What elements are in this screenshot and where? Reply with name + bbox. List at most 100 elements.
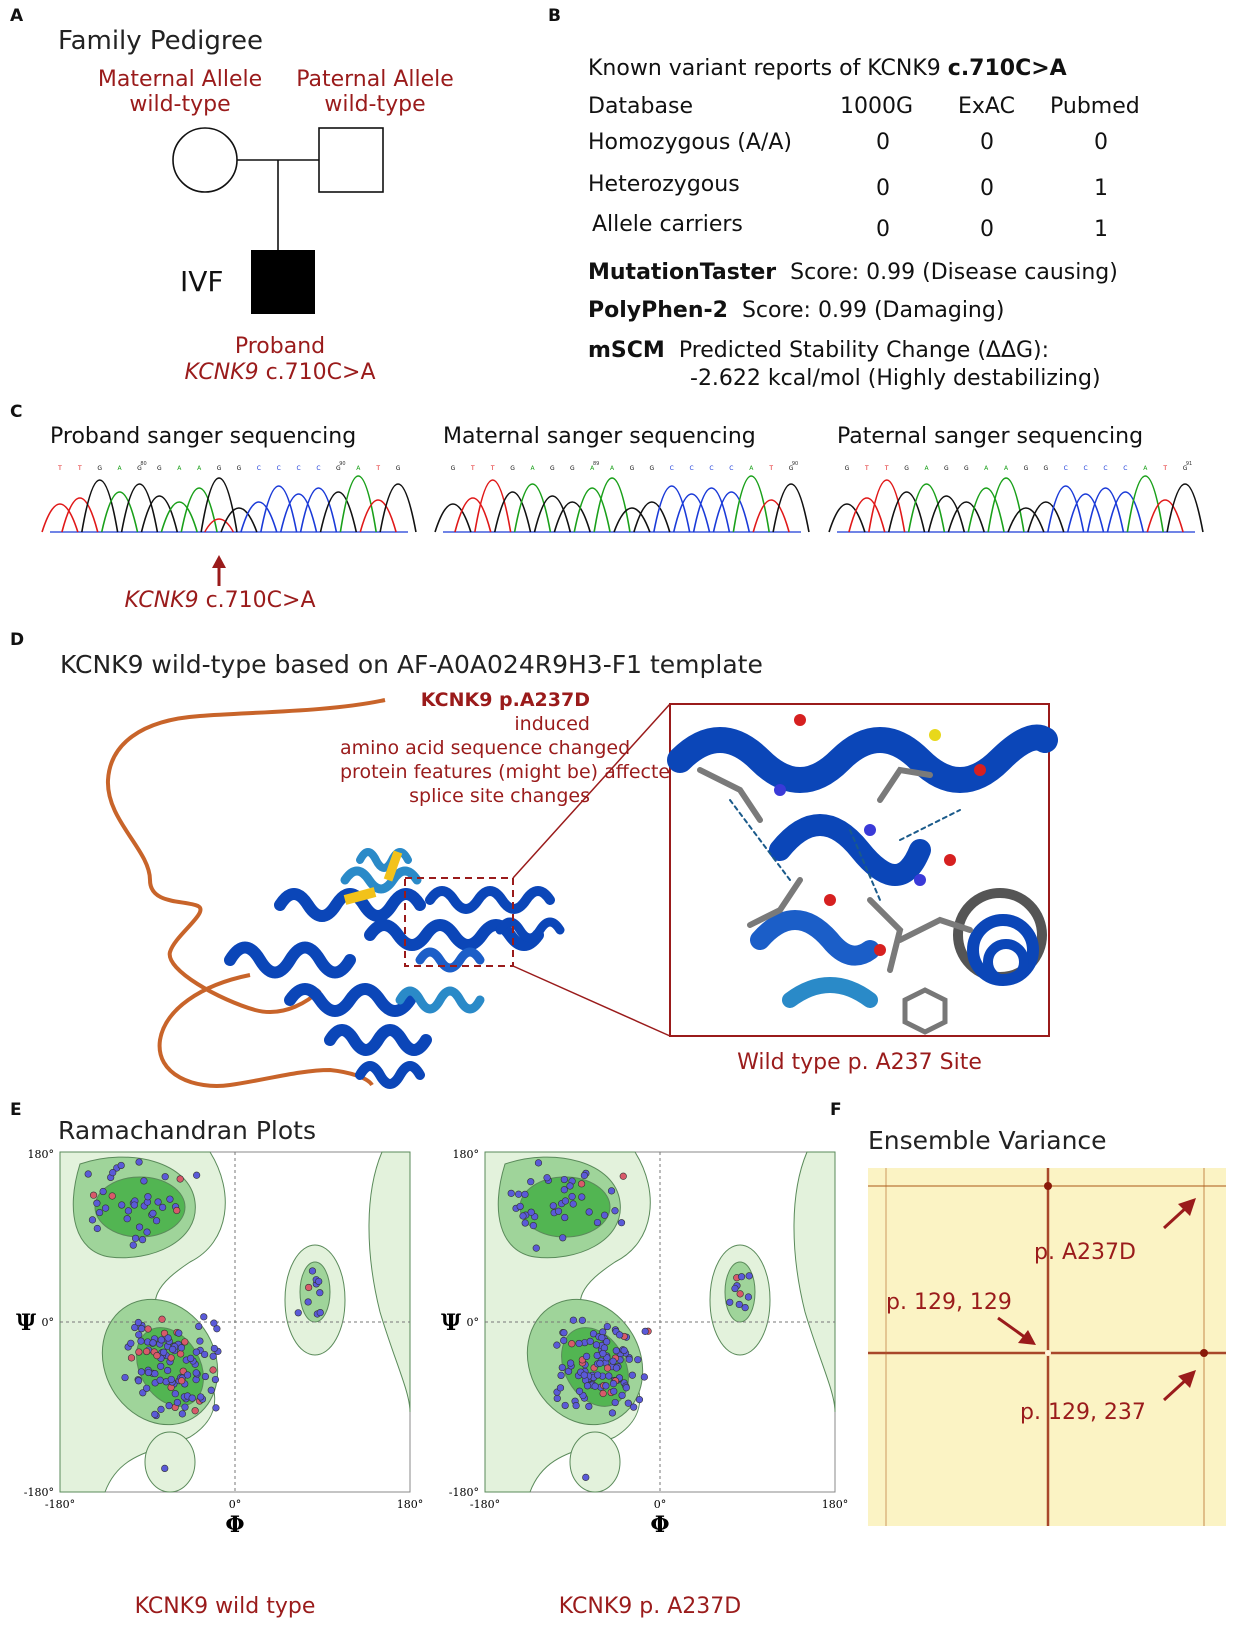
rama-wt-residue-point	[156, 1376, 164, 1384]
mutationtaster-line: MutationTaster Score: 0.99 (Disease caus…	[588, 260, 1118, 285]
rama-wt-residue-point	[294, 1309, 302, 1317]
rama-mut-residue-point	[560, 1336, 568, 1345]
maternal-allele-label: Maternal Allele wild-type	[95, 67, 265, 117]
rama-mut-residue-point	[731, 1284, 739, 1293]
mutationtaster-name: MutationTaster	[588, 260, 777, 285]
paternal-peak	[947, 501, 985, 533]
paternal-base-call: G	[1024, 465, 1029, 472]
rama-wt-residue-point	[181, 1403, 189, 1411]
proband-peak	[319, 491, 358, 533]
rama-mut-tick-label: 0°	[654, 1498, 667, 1511]
paternal-base-call: T	[864, 465, 869, 472]
rama-wt-residue-point	[164, 1366, 172, 1375]
rama-wt-residue-point	[149, 1339, 157, 1347]
cell-homo-1000g: 0	[876, 130, 890, 155]
caption-mutant: KCNK9 p. A237D	[558, 1594, 742, 1619]
maternal-base-call: A	[590, 465, 595, 472]
maternal-peak	[752, 499, 790, 533]
mutation-arrow-head	[212, 555, 226, 568]
rama-mut-residue-point	[603, 1364, 612, 1372]
selection-box	[404, 877, 514, 967]
rama-wt-residue-point	[129, 1241, 137, 1249]
proband-peak	[220, 507, 258, 533]
maternal-peak	[732, 475, 770, 533]
rama-mut-residue-point	[561, 1401, 569, 1410]
rama-mut-residue-point	[532, 1244, 540, 1252]
rama-wt-residue-point	[157, 1336, 165, 1344]
maternal-peak	[653, 485, 691, 533]
helix-bundle	[224, 848, 565, 1089]
rama-wt-residue-point	[210, 1319, 218, 1327]
rama-wt-residue-point	[173, 1398, 181, 1407]
paternal-base-call: G	[1044, 465, 1049, 472]
proband-peak	[160, 501, 198, 533]
proband-base-call: A	[197, 465, 202, 472]
rama-mut-tick-label: -180°	[470, 1498, 500, 1511]
maternal-base-call: T	[490, 465, 495, 472]
rama-mut-residue-point	[582, 1473, 590, 1481]
paternal-base-call: C	[1064, 465, 1068, 472]
rama-wt-residue-point	[201, 1350, 209, 1359]
rama-wt-residue-point	[89, 1191, 98, 1199]
rama-wt-residue-point	[211, 1375, 220, 1384]
rama-mut-residue-point	[624, 1399, 632, 1407]
rama-wt-residue-point	[188, 1394, 196, 1402]
coil-loop-upper	[105, 698, 386, 1014]
rama-mut-residue-point	[582, 1352, 591, 1361]
chromatogram-variant-text: c.710C>A	[198, 588, 316, 613]
rama-wt-residue-point	[177, 1344, 186, 1352]
rama-mut-residue-point	[549, 1202, 557, 1210]
rama-mut-psi-label: Ψ	[441, 1310, 461, 1336]
rama-mut-residue-point	[569, 1316, 577, 1324]
proband-base-call: G	[97, 465, 102, 472]
rama-wt-residue-point	[197, 1393, 205, 1401]
structure-annot-line2: amino acid sequence changed	[340, 737, 631, 759]
paternal-peak	[1126, 475, 1164, 533]
maternal-peak	[672, 493, 711, 533]
paternal-peak	[1166, 483, 1204, 533]
rama-mut-residue-point	[561, 1197, 570, 1205]
maternal-base-call: T	[470, 465, 475, 472]
rama-wt-residue-point	[178, 1410, 186, 1418]
proband-position-label: 80	[140, 461, 146, 467]
rama-mut-residue-point	[553, 1341, 561, 1349]
paternal-peak	[927, 495, 966, 533]
rama-wt-residue-point	[212, 1404, 220, 1412]
rama-mut-residue-point	[620, 1346, 628, 1355]
rama-mut-residue-point	[560, 1186, 568, 1194]
rama-mut-residue-point	[554, 1207, 563, 1215]
rama-wt-residue-point	[195, 1322, 203, 1331]
rama-wt-residue-point	[93, 1224, 101, 1233]
maternal-base-call: G	[550, 465, 555, 472]
maternal-line2: wild-type	[129, 92, 231, 117]
variant-reports-title-bold: c.710C>A	[947, 56, 1067, 81]
proband-peak	[100, 491, 139, 533]
rama-wt-region-right-edge	[368, 1151, 411, 1413]
paternal-base-call: G	[944, 465, 949, 472]
rama-mut-residue-point	[616, 1331, 624, 1339]
rama-wt-residue-point	[151, 1369, 159, 1378]
rama-mut-residue-point	[575, 1339, 583, 1348]
rama-wt-tick-label: -180°	[45, 1498, 75, 1511]
rama-mut-residue-point	[603, 1338, 611, 1346]
rama-wt-residue-point	[99, 1187, 107, 1196]
rama-wt-residue-point	[127, 1354, 136, 1362]
rama-wt-residue-point	[168, 1345, 177, 1353]
proband-base-call: G	[237, 465, 242, 472]
rama-mut-residue-point	[589, 1330, 598, 1338]
proband-peak	[279, 493, 318, 533]
rama-mut-residue-point	[560, 1175, 568, 1184]
maternal-peak	[474, 479, 512, 533]
rama-wt-residue-point	[117, 1161, 125, 1170]
mscm-text1: Predicted Stability Change (ΔΔG):	[678, 338, 1050, 363]
maternal-base-call: G	[451, 465, 456, 472]
paternal-base-call: G	[964, 465, 969, 472]
paternal-peak	[828, 503, 866, 533]
structure-annot-bold: KCNK9 p.A237D	[420, 689, 590, 711]
rama-wt-residue-point	[159, 1203, 167, 1211]
label-129-129: p. 129, 129	[886, 1290, 1012, 1315]
paternal-peak	[967, 487, 1005, 533]
rama-wt-tick-label: -180°	[24, 1486, 54, 1499]
proband-variant-text: c.710C>A	[258, 360, 376, 385]
label-129-237: p. 129, 237	[1020, 1400, 1146, 1425]
